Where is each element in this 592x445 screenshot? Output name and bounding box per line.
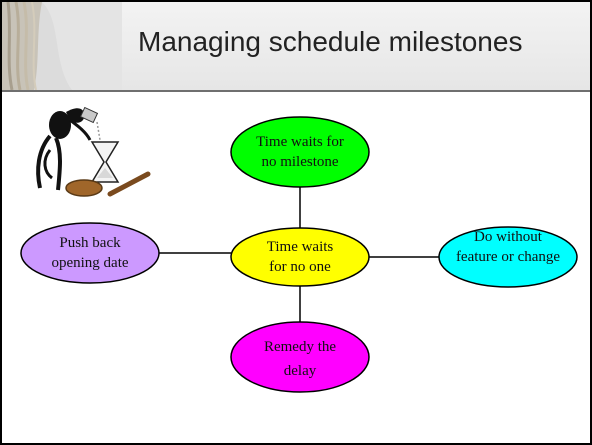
- node-right-ellipse: [438, 226, 578, 288]
- node-right: Do without feature or change: [438, 226, 578, 288]
- node-left-ellipse: [20, 222, 160, 284]
- node-left: Push back opening date: [20, 222, 160, 284]
- node-top-ellipse: [230, 116, 370, 188]
- header-divider: [2, 90, 590, 92]
- slide-title: Managing schedule milestones: [138, 26, 523, 57]
- node-bottom: Remedy the delay: [230, 321, 370, 393]
- node-center-ellipse: [230, 227, 370, 287]
- book-pages-icon: [2, 2, 122, 90]
- node-right-line-2: feature or change: [456, 249, 560, 265]
- node-top-line-1: Time waits for: [256, 134, 344, 150]
- hourglass-figure-icon: [36, 106, 151, 197]
- node-center-line-1: Time waits: [267, 239, 334, 255]
- node-bottom-ellipse: [230, 321, 370, 393]
- node-center-line-2: for no one: [269, 259, 331, 275]
- node-center: Time waits for no one: [230, 227, 370, 287]
- node-right-line-1: Do without: [474, 229, 543, 245]
- node-top-line-2: no milestone: [261, 154, 338, 170]
- node-bottom-line-1: Remedy the: [264, 339, 336, 355]
- node-bottom-line-2: delay: [284, 363, 317, 379]
- node-left-line-1: Push back: [59, 235, 121, 251]
- node-left-line-2: opening date: [51, 255, 128, 271]
- slide-header: Managing schedule milestones: [2, 2, 590, 90]
- node-top: Time waits for no milestone: [230, 116, 370, 188]
